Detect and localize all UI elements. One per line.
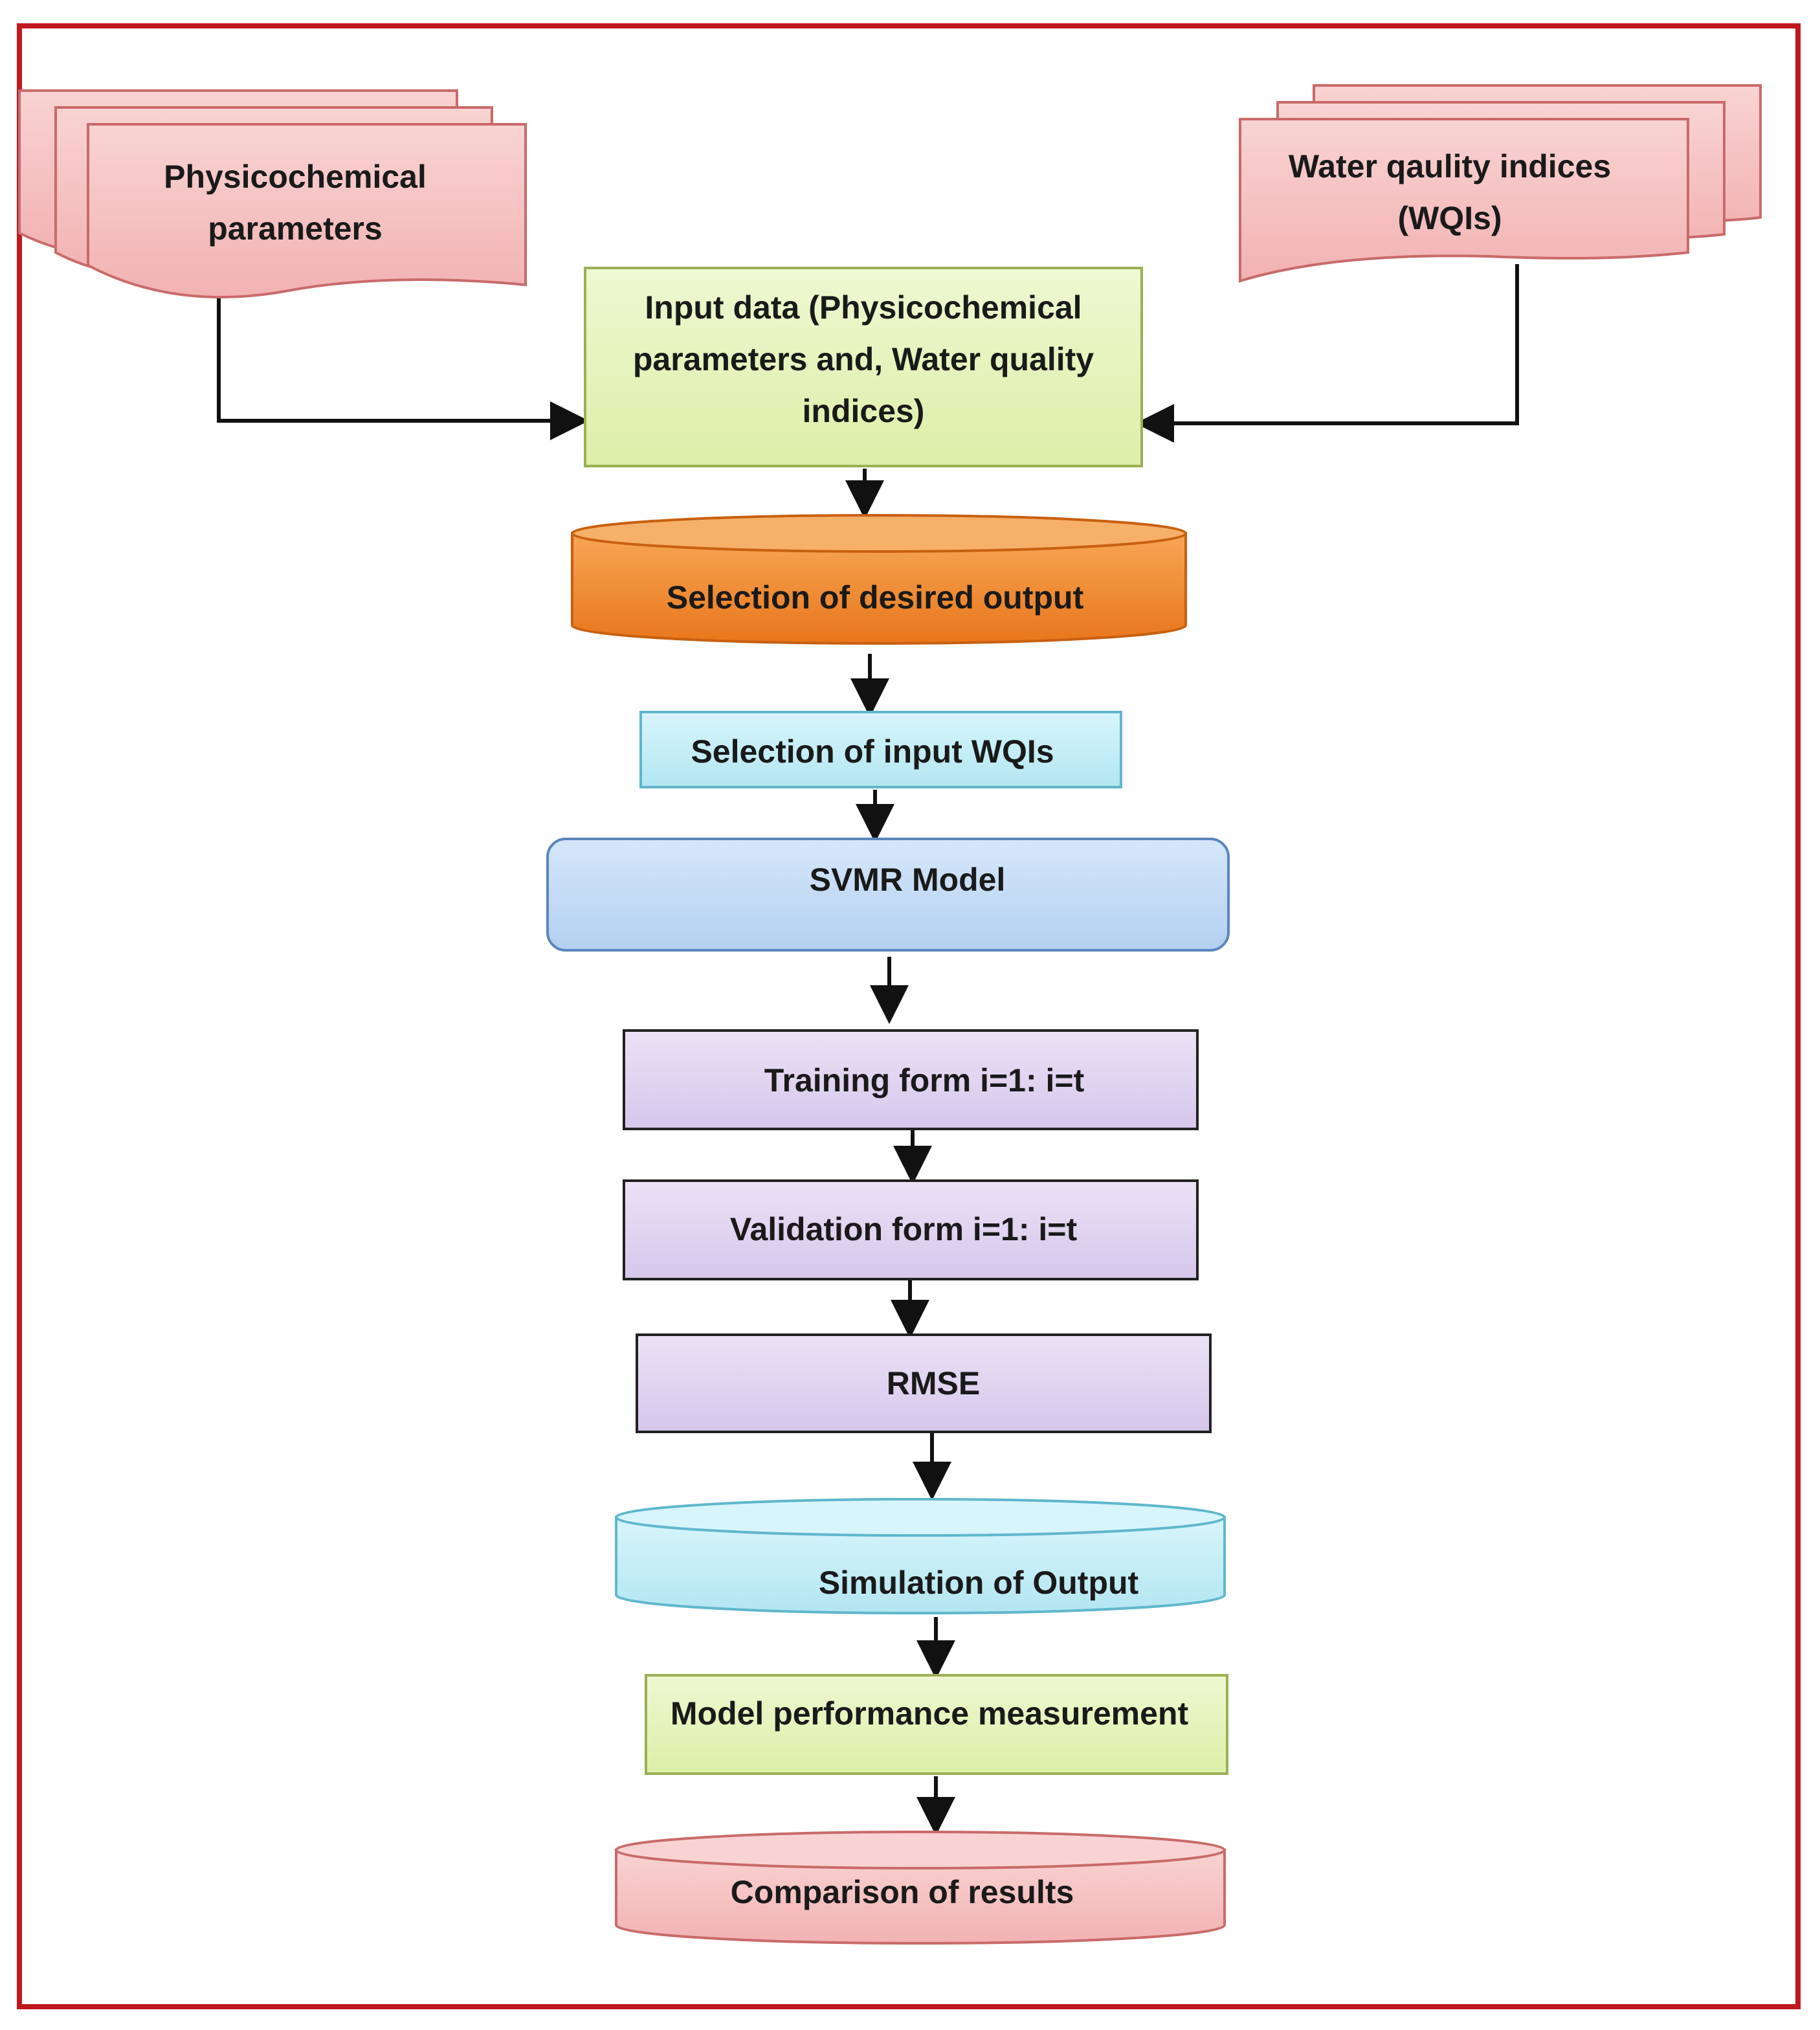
desired_output-label-line: Selection of desired output [667,579,1084,616]
node-desired-output: Selection of desired output [571,514,1187,645]
node-physicochemical: Physicochemical parameters [18,89,527,298]
node-input-wqis-label: Selection of input WQIs [691,733,1054,770]
node-svmr-label: SVMR Model [810,862,1006,898]
node-performance-box [645,1674,1228,1775]
node-input-wqis-box [639,711,1122,788]
svmr-label-line: SVMR Model [810,862,1006,898]
node-input-data-box [584,267,1143,467]
node-desired-output-top [571,514,1187,553]
document-stack-front [1239,118,1689,283]
input_data-label-line: indices) [803,393,925,429]
node-comparison-top [615,1831,1226,1869]
node-svmr: SVMR Model [546,838,1230,952]
node-svmr-box [546,838,1230,952]
physicochemical-label-line: Physicochemical [164,159,427,195]
node-performance: Model performance measurement [645,1674,1228,1775]
edge-physicochemical-to-input [217,272,589,440]
node-rmse: RMSE [636,1333,1212,1433]
node-validation: Validation form i=1: i=t [623,1179,1199,1280]
node-comparison-label: Comparison of results [731,1874,1074,1910]
node-input-wqis: Selection of input WQIs [639,711,1122,788]
validation-label-line: Validation form i=1: i=t [730,1211,1078,1247]
connectors [217,264,1519,1836]
wqi-label-line: (WQIs) [1397,200,1502,236]
node-training-label: Training form i=1: i=t [764,1062,1085,1099]
wqi-label-line: Water qaulity indices [1289,148,1611,184]
input_wqis-label-line: Selection of input WQIs [691,733,1054,770]
input_data-label-line: parameters and, Water quality [633,341,1094,377]
simulation-label-line: Simulation of Output [819,1565,1139,1601]
node-comparison: Comparison of results [615,1831,1226,1945]
node-simulation-label: Simulation of Output [819,1565,1139,1601]
node-input-data: Input data (Physicochemical parameters an… [584,267,1143,467]
node-rmse-label: RMSE [887,1365,980,1401]
node-training-box [623,1029,1199,1130]
physicochemical-label-line: parameters [208,210,383,247]
performance-label-line: Model performance measurement [671,1695,1189,1732]
node-training: Training form i=1: i=t [623,1029,1199,1130]
node-simulation-top [615,1498,1226,1537]
node-simulation-body [615,1516,1226,1614]
node-comparison-body [615,1849,1226,1945]
node-input-data-label: Input data (Physicochemical parameters an… [633,289,1094,429]
node-validation-box [623,1179,1199,1280]
node-physicochemical-label: Physicochemical parameters [164,159,427,247]
edge-wqi-to-input [1135,264,1519,443]
node-wqi-label: Water qaulity indices (WQIs) [1289,148,1611,236]
node-simulation: Simulation of Output [615,1498,1226,1614]
node-performance-label: Model performance measurement [671,1695,1189,1732]
node-validation-label: Validation form i=1: i=t [730,1211,1078,1247]
rmse-label-line: RMSE [887,1365,980,1401]
node-desired-output-label: Selection of desired output [667,579,1084,616]
comparison-label-line: Comparison of results [731,1874,1074,1910]
input_data-label-line: Input data (Physicochemical [645,289,1082,326]
node-desired-output-body [571,532,1187,645]
node-wqi: Water qaulity indices (WQIs) [1239,84,1762,283]
training-label-line: Training form i=1: i=t [764,1062,1085,1099]
document-stack-front [87,123,527,298]
node-rmse-box [636,1333,1212,1433]
